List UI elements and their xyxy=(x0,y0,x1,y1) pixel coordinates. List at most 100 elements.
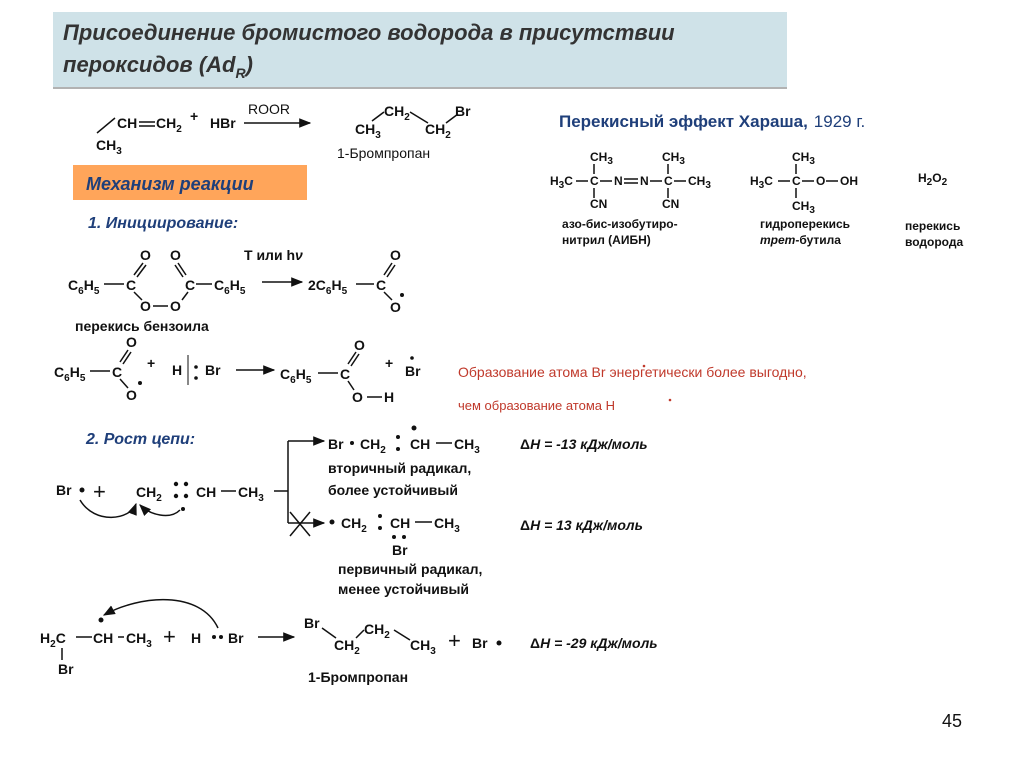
initiation-reaction-2: C6H5 C O O + H Br C6H5 C O O H + Br xyxy=(54,334,421,405)
delta-h-1: ΔH = -13 кДж/моль xyxy=(520,436,648,452)
svg-text:CH3: CH3 xyxy=(238,484,264,504)
svg-text:CH: CH xyxy=(390,515,410,531)
svg-text:O: O xyxy=(390,247,401,263)
product-name: 1-Бромпропан xyxy=(337,145,430,161)
main-reaction: CH CH2 CH3 + HBr ROOR CH2 Br CH3 CH2 1-Б… xyxy=(96,101,471,161)
svg-text:Br: Br xyxy=(405,363,421,379)
svg-text:CH3: CH3 xyxy=(454,436,480,456)
ch3-product: CH3 xyxy=(355,121,381,141)
svg-text:CH3: CH3 xyxy=(662,150,685,167)
mechanism-label-box: Механизм реакции xyxy=(73,165,307,200)
bond xyxy=(445,113,459,124)
plus: + xyxy=(190,108,198,124)
hydroperoxide-name-2: трет-бутила xyxy=(760,233,841,247)
svg-text:Br: Br xyxy=(205,362,221,378)
svg-text:C: C xyxy=(185,277,195,293)
svg-text:C: C xyxy=(376,277,386,293)
secondary-radical-2: более устойчивый xyxy=(328,482,458,498)
ch2-product: CH2 xyxy=(384,103,410,123)
svg-text:Br: Br xyxy=(56,482,72,498)
svg-text:CH3: CH3 xyxy=(590,150,613,167)
svg-text:N: N xyxy=(614,174,623,188)
svg-text:CH: CH xyxy=(410,436,430,452)
svg-text:CH3: CH3 xyxy=(792,199,815,216)
page-number: 45 xyxy=(942,711,962,731)
kharasch-title: Перекисный эффект Хараша,1929 г. xyxy=(559,112,865,131)
svg-text:O: O xyxy=(126,334,137,350)
svg-text:Br: Br xyxy=(228,630,244,646)
hydroperoxide-name-1: гидроперекись xyxy=(760,217,850,231)
initiation-heading: 1. Инициирование: xyxy=(88,215,238,232)
hydroperoxide-structure: CH3 H3C C O OH CH3 гидроперекись трет-бу… xyxy=(750,150,858,247)
aibn-structure: CH3 CH3 H3C C N N C CH3 CN CN азо-бис-из… xyxy=(550,150,711,247)
svg-text:C: C xyxy=(590,174,599,188)
primary-radical-1: первичный радикал, xyxy=(338,561,482,577)
svg-text:H2C: H2C xyxy=(40,630,66,650)
svg-text:Br: Br xyxy=(58,661,74,677)
svg-text:C: C xyxy=(664,174,673,188)
svg-text:CH3: CH3 xyxy=(126,630,152,650)
svg-text:+: + xyxy=(163,624,176,649)
hbr-reagent: HBr xyxy=(210,115,236,131)
svg-text:O: O xyxy=(170,298,181,314)
explanation-line-2: чем образование атома H xyxy=(458,398,615,413)
svg-text:H: H xyxy=(191,630,201,646)
delta-h-2: ΔH = 13 кДж/моль xyxy=(520,517,643,533)
final-product-name: 1-Бромпропан xyxy=(308,669,408,685)
bond xyxy=(96,117,116,134)
svg-text:+: + xyxy=(147,355,155,371)
aibn-name-1: азо-бис-изобутиро- xyxy=(562,217,678,231)
svg-text:N: N xyxy=(640,174,649,188)
title-line-1: Присоединение бромистого водорода в прис… xyxy=(63,20,675,45)
mechanism-label: Механизм реакции xyxy=(86,174,254,194)
secondary-radical: Br CH2 CH CH3 ΔH = -13 кДж/моль вторичны… xyxy=(328,425,648,498)
svg-text:O: O xyxy=(140,298,151,314)
svg-text:C: C xyxy=(112,364,122,380)
final-step: H2C CH CH3 Br + H Br Br CH2 CH2 CH3 + Br… xyxy=(40,599,658,685)
svg-text:CH2: CH2 xyxy=(364,621,390,641)
svg-text:CH2: CH2 xyxy=(341,515,367,535)
svg-text:Br: Br xyxy=(472,635,488,651)
svg-text:CN: CN xyxy=(590,197,607,211)
svg-text:CH2: CH2 xyxy=(136,484,162,504)
svg-text:O: O xyxy=(170,247,181,263)
svg-text:CH2: CH2 xyxy=(360,436,386,456)
bond xyxy=(409,111,429,124)
svg-text:CH: CH xyxy=(93,630,113,646)
svg-text:C: C xyxy=(126,277,136,293)
br-product: Br xyxy=(455,103,471,119)
svg-text:H: H xyxy=(384,389,394,405)
svg-text:CH3: CH3 xyxy=(688,174,711,191)
propagation-start: Br + CH2 CH CH3 xyxy=(56,436,326,537)
secondary-radical-1: вторичный радикал, xyxy=(328,460,471,476)
svg-text:O: O xyxy=(390,299,401,315)
delta-h-3: ΔH = -29 кДж/моль xyxy=(530,635,658,651)
kharasch-section: Перекисный эффект Хараша,1929 г. CH3 CH3… xyxy=(550,112,963,249)
peroxide-name-1: перекись xyxy=(905,219,960,233)
benzoyl-peroxide-name: перекись бензоила xyxy=(75,318,209,334)
title-line-2: пероксидов (AdR) xyxy=(63,52,253,81)
roor-condition: ROOR xyxy=(248,101,290,117)
initiation-condition: T или hν xyxy=(244,247,303,263)
svg-text:O: O xyxy=(140,247,151,263)
svg-text:Br: Br xyxy=(328,436,344,452)
primary-radical: CH2 CH CH3 Br ΔH = 13 кДж/моль первичный… xyxy=(329,514,643,597)
peroxide-name-2: водорода xyxy=(905,235,963,249)
svg-text:C: C xyxy=(792,174,801,188)
svg-text:C6H5: C6H5 xyxy=(68,277,100,297)
svg-text:C6H5: C6H5 xyxy=(280,366,312,386)
svg-text:CH2: CH2 xyxy=(334,637,360,657)
svg-text:CH3: CH3 xyxy=(792,150,815,167)
svg-text:C: C xyxy=(340,366,350,382)
ch2b-product: CH2 xyxy=(425,121,451,141)
aibn-name-2: нитрил (АИБН) xyxy=(562,233,651,247)
radical-dot xyxy=(400,293,404,297)
svg-text:C6H5: C6H5 xyxy=(214,277,246,297)
svg-text:O: O xyxy=(816,174,825,188)
ch3-propene: CH3 xyxy=(96,137,122,157)
propagation-heading: 2. Рост цепи: xyxy=(85,431,195,448)
svg-text:2C6H5: 2C6H5 xyxy=(308,277,348,297)
